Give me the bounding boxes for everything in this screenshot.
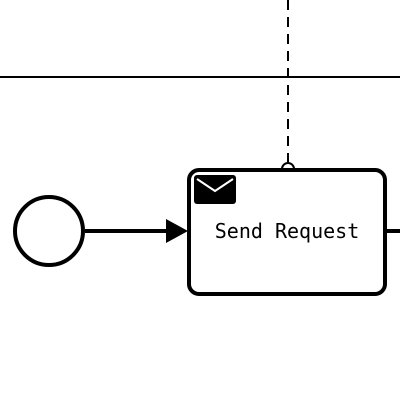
sequence-flow-arrowhead xyxy=(166,219,188,243)
task-label: Send Request xyxy=(215,219,360,243)
envelope-icon xyxy=(194,175,236,204)
start-event[interactable] xyxy=(13,195,85,267)
